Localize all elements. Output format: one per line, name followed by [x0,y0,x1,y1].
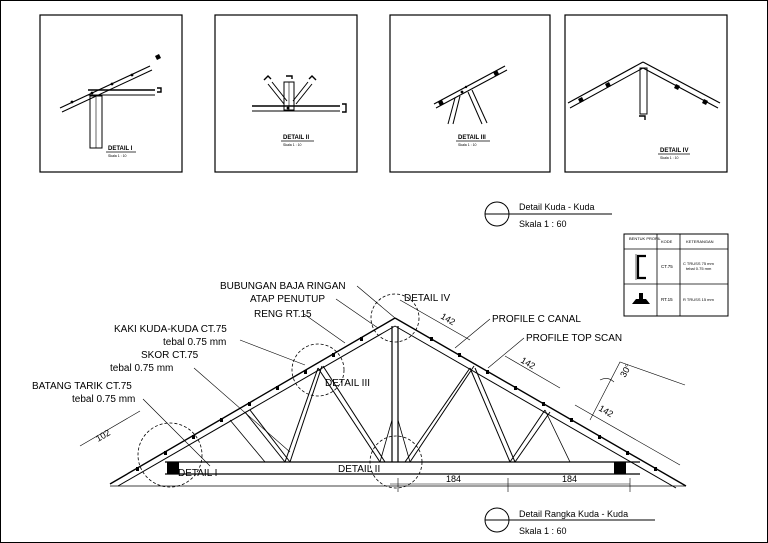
right-rafter-bottom [394,325,677,489]
top-scan-profile-icon [632,293,650,304]
legend-header-code: KODE [661,239,673,244]
detail-3-label: DETAIL III [458,135,486,141]
dim-142-low: 142 [597,403,615,419]
callout-atap: ATAP PENUTUP [250,294,325,305]
callout-profile-top: PROFILE TOP SCAN [526,333,622,344]
dim-142-top: 142 [439,311,457,327]
detail-4-label: DETAIL IV [660,148,688,154]
detail-2-label: DETAIL II [283,135,309,141]
detail-panel-1: DETAIL I Skala 1 : 10 [39,14,183,173]
legend-header-shape: BENTUK PROFIL [629,236,662,241]
detail-panel-4: DETAIL IV Skala 1 : 10 [564,14,728,173]
detail-1-marker [137,422,203,488]
callout-kaki-1: KAKI KUDA-KUDA CT.75 [114,324,227,335]
kuda-scale: Skala 1 : 60 [519,219,567,229]
detail-3-marker [291,343,345,397]
legend-desc-1b: tebal 0.75 mm [686,266,712,271]
angle-30: 30° [618,362,634,379]
dim-142-mid: 142 [519,355,537,371]
callout-reng: RENG RT.15 [254,309,312,320]
profile-legend-table: BENTUK PROFIL KODE KETERANGAN CT.75 C TR… [623,233,729,317]
callout-bubungan: BUBUNGAN BAJA RINGAN [220,281,346,292]
rangka-scale: Skala 1 : 60 [519,526,567,536]
callout-profile-c: PROFILE C CANAL [492,314,581,325]
rangka-title-block: Detail Rangka Kuda - Kuda Skala 1 : 60 [484,507,655,536]
detail-2-marker [369,435,423,489]
legend-desc-2a: R TRUSS 15 mm [683,297,714,302]
callout-batang-2: tebal 0.75 mm [72,394,135,405]
left-rafter-top [109,317,396,485]
detail-1-label: DETAIL I [108,146,133,152]
dim-102: 102 [94,428,112,444]
legend-header-desc: KETERANGAN [686,239,714,244]
callout-skor-1: SKOR CT.75 [141,350,199,361]
detail-2-scale: Skala 1 : 10 [283,143,302,147]
legend-code-1: CT.75 [661,264,673,269]
main-truss: DETAIL I DETAIL II DETAIL III DETAIL IV [109,293,687,489]
callout-skor-2: tebal 0.75 mm [110,363,173,374]
dim-184-b: 184 [562,474,577,484]
detail-3-scale: Skala 1 : 10 [458,143,477,147]
callouts: BUBUNGAN BAJA RINGAN ATAP PENUTUP RENG R… [32,281,622,467]
truss-detail-1-label: DETAIL I [178,468,217,479]
truss-detail-3-label: DETAIL III [325,378,370,389]
detail-4-scale: Skala 1 : 10 [660,156,679,160]
callout-kaki-2: tebal 0.75 mm [163,337,226,348]
legend-desc-1a: C TRUSS 75 mm [683,261,714,266]
right-rafter-top [394,317,687,487]
c-profile-icon [636,254,646,280]
detail-panel-2: DETAIL II Skala 1 : 10 [214,14,358,173]
legend-code-2: RT.15 [661,297,673,302]
reng-markers [136,337,657,471]
detail-1-scale: Skala 1 : 10 [108,154,127,158]
truss-detail-2-label: DETAIL II [338,464,380,475]
right-support-block [614,462,626,474]
dim-184-a: 184 [446,474,461,484]
truss-detail-4-label: DETAIL IV [404,293,450,304]
left-support-block [167,462,179,474]
detail-panel-3: DETAIL III Skala 1 : 10 [389,14,551,173]
callout-batang-1: BATANG TARIK CT.75 [32,381,132,392]
kuda-title: Detail Kuda - Kuda [519,202,595,212]
rangka-title: Detail Rangka Kuda - Kuda [519,509,628,519]
detail-4-marker [370,293,420,343]
kuda-title-block: Detail Kuda - Kuda Skala 1 : 60 [484,201,612,229]
left-rafter-bottom [117,325,396,487]
